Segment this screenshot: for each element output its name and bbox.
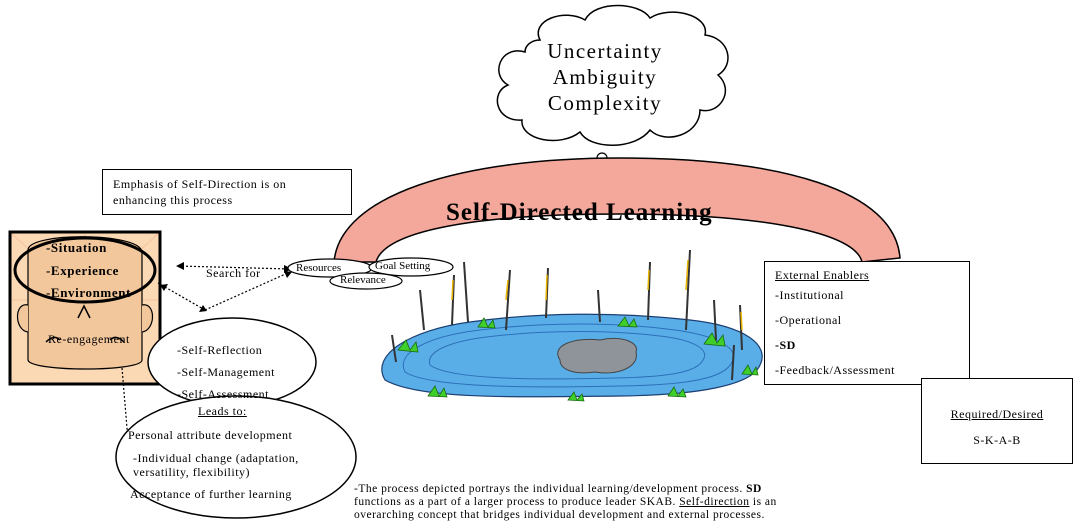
self-management: -Self-Management	[177, 365, 275, 379]
enabler-feedback: -Feedback/Assessment	[775, 363, 895, 377]
leads-to-item-2: -Individual change (adaptation,	[133, 451, 299, 465]
head-item-experience: -Experience	[46, 263, 120, 278]
emphasis-line-1: Emphasis of Self-Direction is on	[113, 177, 287, 191]
required-title: Required/Desired	[950, 407, 1044, 421]
external-enablers-title: External Enablers	[775, 268, 870, 282]
head-item-environment: -Environment	[46, 285, 131, 300]
leads-to-item-3: Acceptance of further learning	[130, 487, 292, 501]
required-desired-box: Required/Desired S-K-A-B	[921, 378, 1073, 464]
required-value: S-K-A-B	[973, 433, 1021, 447]
goal-setting-ellipse	[368, 257, 454, 277]
cloud-shape	[496, 4, 729, 146]
relevance-label: Relevance	[340, 274, 386, 286]
cloud-line-ambiguity: Ambiguity	[552, 65, 658, 89]
caption-sd: SD	[746, 483, 762, 495]
cloud-line-uncertainty: Uncertainty	[547, 39, 663, 63]
caption-line-1: -The process depicted portrays the indiv…	[354, 483, 777, 496]
cloud-line-complexity: Complexity	[547, 91, 663, 115]
emphasis-box: Emphasis of Self-Direction is on enhanci…	[102, 169, 352, 215]
leads-to-item-2b: versatility, flexibility)	[133, 465, 251, 479]
caption-line2-end: is an	[749, 496, 777, 508]
enabler-sd: -SD	[775, 338, 796, 352]
leads-to-title: Leads to:	[198, 404, 247, 418]
enabler-operational: -Operational	[775, 313, 842, 327]
arch-title: Self-Directed Learning	[446, 199, 713, 226]
caption-line-3: overarching concept that bridges individ…	[354, 509, 765, 521]
head-illustration	[8, 230, 162, 386]
caption-self-direction: Self-direction	[679, 496, 750, 508]
arrowheads	[160, 262, 292, 312]
caption-line-2: functions as a part of a larger process …	[354, 496, 777, 509]
self-reflection: -Self-Reflection	[177, 343, 263, 357]
self-assessment: -Self-Assessment	[177, 387, 269, 401]
enabler-institutional: -Institutional	[775, 288, 844, 302]
self-ellipse-text: -Self-Reflection -Self-Management -Self-…	[177, 339, 275, 405]
emphasis-line-2: enhancing this process	[113, 193, 233, 207]
self-directed-learning-arch	[333, 157, 901, 263]
caption: -The process depicted portrays the indiv…	[354, 483, 777, 522]
external-enablers-box: External Enablers -Institutional -Operat…	[764, 261, 970, 385]
reengagement-label: Re-engagement	[48, 332, 130, 346]
search-for-label: Search for	[206, 266, 261, 280]
caption-line1-text: -The process depicted portrays the indiv…	[354, 483, 747, 495]
leads-to-item-1: Personal attribute development	[128, 428, 293, 442]
cloud-text: Uncertainty Ambiguity Complexity	[520, 38, 690, 116]
pond-illustration	[381, 249, 763, 402]
relevance-ellipse	[329, 272, 403, 290]
caption-line2-text: functions as a part of a larger process …	[354, 496, 680, 508]
leads-to-ellipse-shape	[115, 395, 357, 519]
head-item-situation: -Situation	[46, 240, 107, 255]
goal-setting-label: Goal Setting	[375, 260, 431, 272]
resources-label: Resources	[296, 262, 342, 274]
